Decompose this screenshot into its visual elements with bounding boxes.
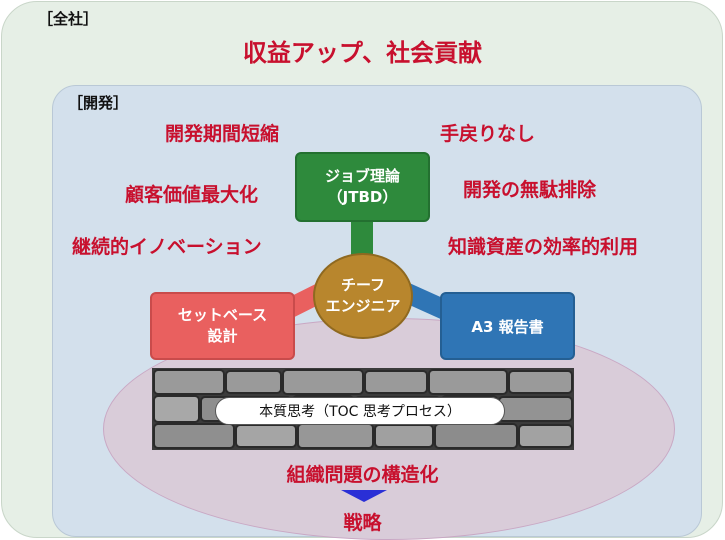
set-based-box: セットベース 設計 bbox=[150, 292, 295, 360]
benefit-left-3: 継続的イノベーション bbox=[72, 236, 262, 258]
benefit-right-3: 知識資産の効率的利用 bbox=[448, 236, 639, 258]
jtbd-label: ジョブ理論 （JTBD） bbox=[324, 167, 400, 206]
jtbd-box: ジョブ理論 （JTBD） bbox=[295, 152, 430, 222]
chief-engineer-circle: チーフ エンジニア bbox=[313, 253, 413, 339]
benefit-left-1: 開発期間短縮 bbox=[165, 123, 280, 145]
development-label: ［開発］ bbox=[68, 94, 129, 112]
company-label: ［全社］ bbox=[38, 10, 99, 28]
essential-thinking-label: 本質思考（TOC 思考プロセス） bbox=[259, 404, 461, 420]
set-based-label: セットベース 設計 bbox=[177, 306, 268, 345]
a3-label: A3 報告書 bbox=[471, 317, 544, 336]
a3-box: A3 報告書 bbox=[440, 292, 575, 360]
structuring-label: 組織問題の構造化 bbox=[286, 464, 439, 486]
benefit-right-1: 手戻りなし bbox=[440, 123, 536, 145]
benefit-right-2: 開発の無駄排除 bbox=[463, 179, 597, 201]
strategy-label: 戦略 bbox=[343, 512, 382, 534]
chief-engineer-label: チーフ エンジニア bbox=[325, 276, 401, 315]
benefit-left-2: 顧客価値最大化 bbox=[125, 184, 259, 206]
down-arrow-icon bbox=[341, 490, 387, 502]
essential-thinking-pill: 本質思考（TOC 思考プロセス） bbox=[215, 397, 505, 425]
company-goal: 収益アップ、社会貢献 bbox=[242, 39, 483, 67]
